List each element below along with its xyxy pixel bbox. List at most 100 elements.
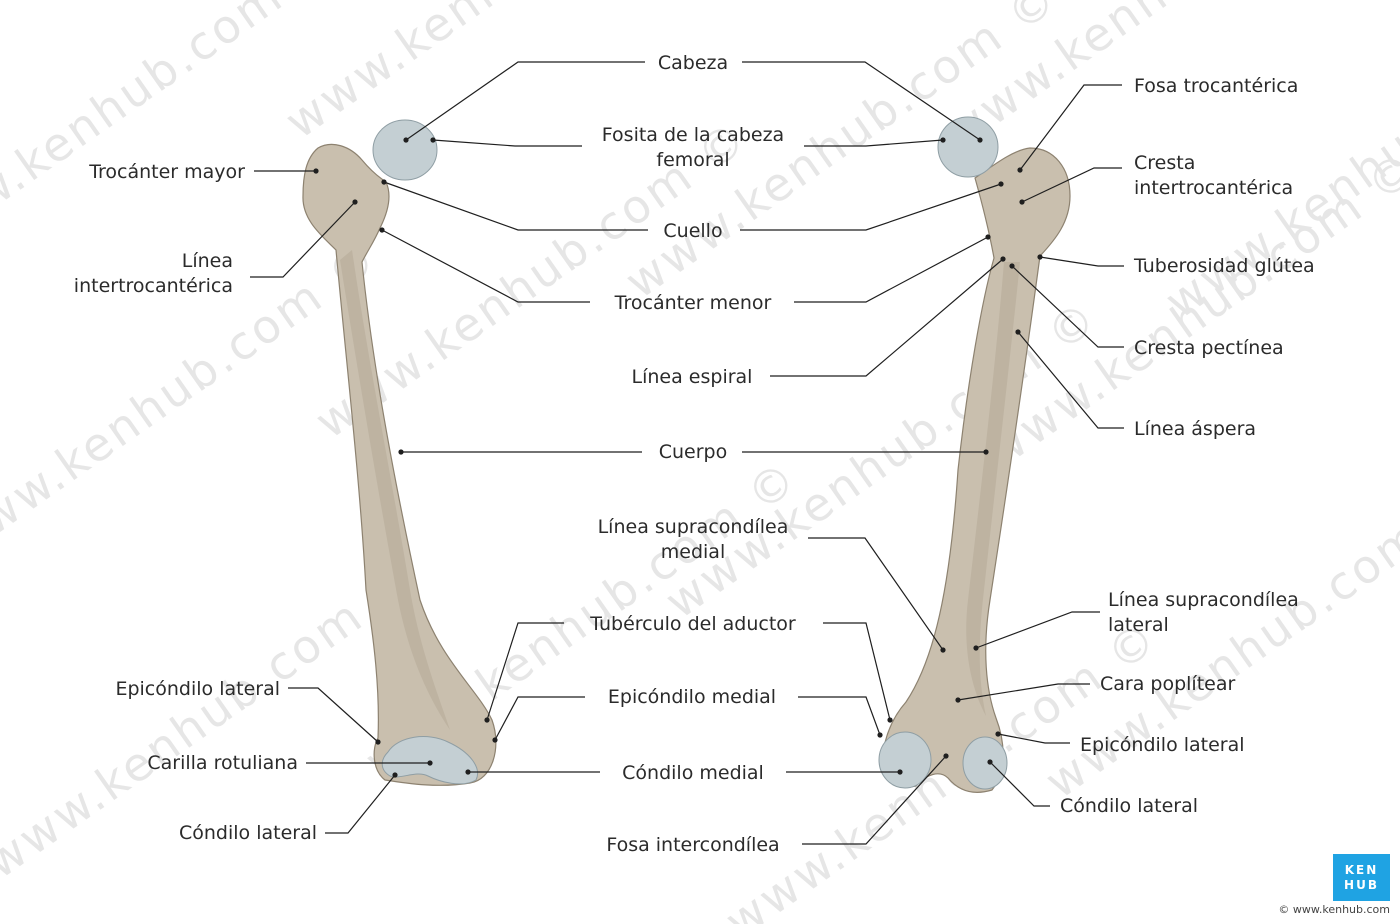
leader-cuello <box>740 183 1002 231</box>
label-cresta-inter-line1: Cresta <box>1134 152 1195 174</box>
leader-cabeza <box>405 61 645 141</box>
label-linea-espiral: Línea espiral <box>632 366 753 388</box>
leader-lines <box>250 61 1124 845</box>
leader-dot <box>427 760 433 766</box>
leader-dot <box>313 168 319 174</box>
leader-cuello <box>383 181 648 231</box>
leader-dot <box>940 647 946 653</box>
label-tuberculo-aductor: Tubérculo del aductor <box>589 613 796 635</box>
leader-supra-medial <box>808 537 944 651</box>
leader-dot <box>1009 263 1015 269</box>
label-supra-lateral-line2: lateral <box>1108 614 1169 636</box>
label-fosa-intercondilea: Fosa intercondílea <box>606 834 779 856</box>
label-epicondilo-medial: Epicóndilo medial <box>608 686 776 708</box>
femur-anterior-bone <box>302 143 497 786</box>
label-tuberosidad-glutea: Tuberosidad glútea <box>1133 255 1315 277</box>
labels-right: Fosa trocantérica Cresta intertrocantéri… <box>1060 75 1315 817</box>
leader-supra-lateral <box>975 611 1100 649</box>
label-trocanter-menor: Trocánter menor <box>614 292 772 314</box>
femur-posterior-view <box>878 116 1071 793</box>
leader-tuberculo <box>823 622 891 721</box>
leader-cresta-pectinea <box>1011 265 1124 348</box>
leader-epicondilo-lateral-right <box>997 733 1070 744</box>
leader-dot <box>375 739 381 745</box>
leader-epicondilo-medial <box>494 696 585 741</box>
label-carilla-rotuliana: Carilla rotuliana <box>147 752 298 774</box>
label-linea-inter-line1: Línea <box>182 250 233 272</box>
leader-condilo-lateral-left <box>325 774 396 834</box>
leader-dot <box>987 759 993 765</box>
label-supra-medial-line2: medial <box>661 541 725 563</box>
femur-posterior-medial-condyle <box>878 731 932 789</box>
leader-dot <box>977 137 983 143</box>
label-cresta-inter-line2: intertrocantérica <box>1134 177 1293 199</box>
leader-dot <box>897 769 903 775</box>
leader-cabeza <box>742 61 981 141</box>
leader-epicondilo-medial <box>798 696 881 736</box>
leader-condilo-lateral-right <box>989 761 1050 807</box>
leader-dot <box>484 717 490 723</box>
leader-dot <box>352 199 358 205</box>
leader-fosita <box>804 139 944 147</box>
leader-dot <box>430 137 436 143</box>
watermark-text: www.kenhub.com © <box>1035 470 1400 809</box>
leader-cresta-intertrocanterica <box>1021 167 1122 203</box>
label-linea-inter-line2: intertrocantérica <box>74 275 233 297</box>
label-condilo-medial: Cóndilo medial <box>622 762 764 784</box>
label-condilo-lateral-right: Cóndilo lateral <box>1060 795 1198 817</box>
leader-dot <box>940 137 946 143</box>
leader-linea-espiral <box>770 258 1004 377</box>
leader-fosa-intercondilea <box>802 755 947 845</box>
leader-dot <box>1017 167 1023 173</box>
femur-anterior-shading <box>340 250 450 730</box>
leader-fosa-trocanterica <box>1019 84 1122 171</box>
leader-dot <box>465 769 471 775</box>
label-cara-poplitea: Cara poplítear <box>1100 673 1235 695</box>
leader-dot <box>403 137 409 143</box>
labels-left: Trocánter mayor Línea intertrocantérica … <box>74 161 317 844</box>
leader-dot <box>492 737 498 743</box>
leader-linea-intertrocanterica <box>250 201 356 278</box>
leader-dot <box>973 645 979 651</box>
leader-dot <box>998 181 1004 187</box>
leader-dot <box>1037 254 1043 260</box>
leader-trocanter-menor <box>381 229 590 303</box>
source-url: © www.kenhub.com <box>1278 903 1390 916</box>
leader-trocanter-menor <box>794 236 989 303</box>
femur-anterior-patellar-surface <box>381 736 478 785</box>
femur-posterior-head <box>937 116 999 178</box>
leader-dot <box>1019 199 1025 205</box>
label-linea-aspera: Línea áspera <box>1134 418 1256 440</box>
femur-anterior-view <box>302 119 497 786</box>
leader-cara-poplitea <box>957 683 1090 701</box>
leader-tuberculo <box>486 622 564 721</box>
leader-dot <box>379 227 385 233</box>
leader-dot <box>1000 256 1006 262</box>
label-epicondilo-lateral-right: Epicóndilo lateral <box>1080 734 1245 756</box>
label-trocanter-mayor: Trocánter mayor <box>88 161 245 183</box>
label-fosita-line1: Fosita de la cabeza <box>602 124 784 146</box>
label-cresta-pectinea: Cresta pectínea <box>1134 337 1284 359</box>
femur-posterior-bone <box>881 147 1071 793</box>
label-fosita-line2: femoral <box>656 149 729 171</box>
label-cabeza: Cabeza <box>658 52 728 74</box>
leader-dot <box>995 731 1001 737</box>
label-supra-lateral-line1: Línea supracondílea <box>1108 589 1299 611</box>
leader-fosita <box>432 139 582 147</box>
leader-dot <box>398 449 404 455</box>
femur-anterior-head <box>372 119 438 181</box>
logo-line1: KEN <box>1344 862 1379 877</box>
leader-dot <box>381 179 387 185</box>
leader-dot <box>983 449 989 455</box>
label-cuello: Cuello <box>663 220 722 242</box>
leader-dot <box>392 772 398 778</box>
leader-dot <box>1015 329 1021 335</box>
label-cuerpo: Cuerpo <box>659 441 728 463</box>
leader-dot <box>955 697 961 703</box>
logo-line2: HUB <box>1344 877 1379 892</box>
labels-center: Cabeza Fosita de la cabeza femoral Cuell… <box>589 52 796 856</box>
leader-dot <box>985 234 991 240</box>
leader-dot <box>887 717 893 723</box>
leader-dot <box>943 753 949 759</box>
femur-posterior-lateral-condyle <box>962 736 1008 790</box>
